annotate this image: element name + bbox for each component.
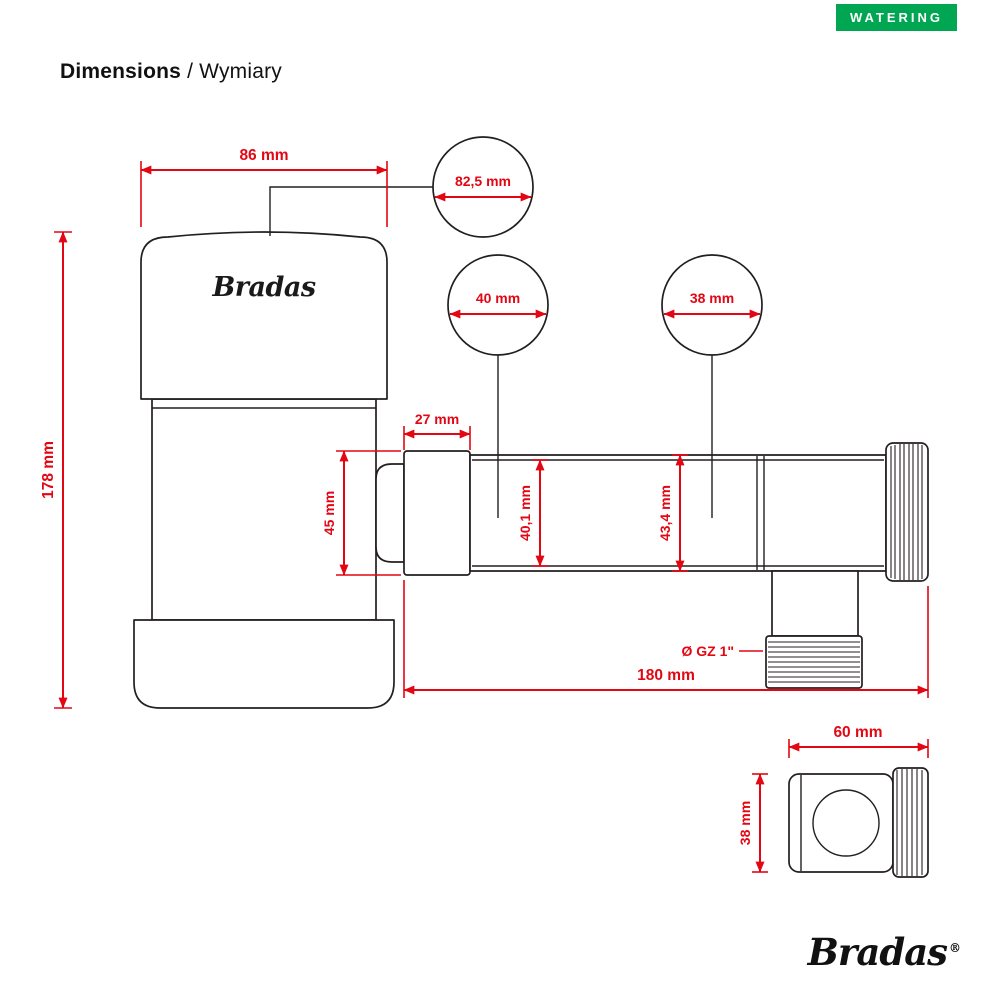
callout-inlet-diameter: 40 mm [447, 254, 549, 356]
dim-side-width: 60 mm [788, 724, 929, 758]
product-side-view [788, 767, 929, 878]
product-brand-label: Bradas [211, 272, 315, 303]
dim-body-height: 178 mm [40, 231, 72, 709]
dimension-label: 43,4 mm [657, 485, 673, 541]
dim-collar-width: 27 mm [403, 411, 471, 450]
callout-circle [447, 254, 549, 356]
top-diameter-leader [269, 186, 433, 236]
dimension-label: 86 mm [239, 147, 288, 164]
dimension-label: 38 mm [737, 801, 753, 845]
bradas-logo-text: Bradas [807, 930, 948, 974]
dim-side-height: 38 mm [737, 773, 768, 873]
callout-top-diameter: 82,5 mm [432, 136, 534, 238]
callout-outlet-diameter: 38 mm [661, 254, 763, 356]
bradas-logo: Bradas® [807, 930, 961, 974]
dim-pipe-outer-height: 43,4 mm [657, 454, 688, 572]
pipe-assembly [375, 442, 929, 689]
dimension-label: 60 mm [833, 724, 882, 741]
registered-mark: ® [949, 940, 961, 955]
side-view-body [788, 773, 894, 873]
outlet-tube [771, 570, 859, 637]
watering-badge: WATERING [836, 4, 957, 31]
body-middle-section [151, 398, 377, 621]
callout-label: 82,5 mm [455, 173, 511, 189]
body-upper-section [140, 231, 388, 400]
product-front-view: Bradas [133, 231, 395, 709]
pipe-collar [403, 450, 471, 576]
pipe-end-cap [375, 463, 405, 563]
outlet-thread [765, 635, 863, 689]
dim-collar-height: 45 mm [321, 450, 401, 576]
thread-callout: Ø GZ 1" [681, 643, 763, 659]
dimension-label: 40,1 mm [517, 485, 533, 541]
dimension-label: 45 mm [321, 491, 337, 535]
knurled-knob-side [892, 767, 929, 878]
callout-label: 38 mm [690, 290, 734, 306]
side-view-port-circle [812, 789, 880, 857]
dimension-label: 178 mm [40, 441, 57, 499]
dim-pipe-inner-height: 40,1 mm [517, 459, 548, 567]
knurled-knob-front [885, 442, 929, 582]
dim-top-width: 86 mm [140, 147, 388, 227]
callout-label: 40 mm [476, 290, 520, 306]
dimension-label: 27 mm [415, 411, 459, 427]
title-english: Dimensions [60, 60, 182, 83]
page-title: Dimensions / Wymiary [60, 60, 282, 84]
dim-total-length: 180 mm [403, 580, 929, 698]
watering-badge-label: WATERING [849, 10, 944, 25]
title-polish: / Wymiary [181, 60, 283, 83]
thread-label: Ø GZ 1" [681, 643, 734, 659]
callout-circle [661, 254, 763, 356]
dimension-label: 180 mm [637, 667, 695, 684]
knob-body [892, 767, 929, 878]
callout-circle [432, 136, 534, 238]
body-bottom-cap [133, 619, 395, 709]
